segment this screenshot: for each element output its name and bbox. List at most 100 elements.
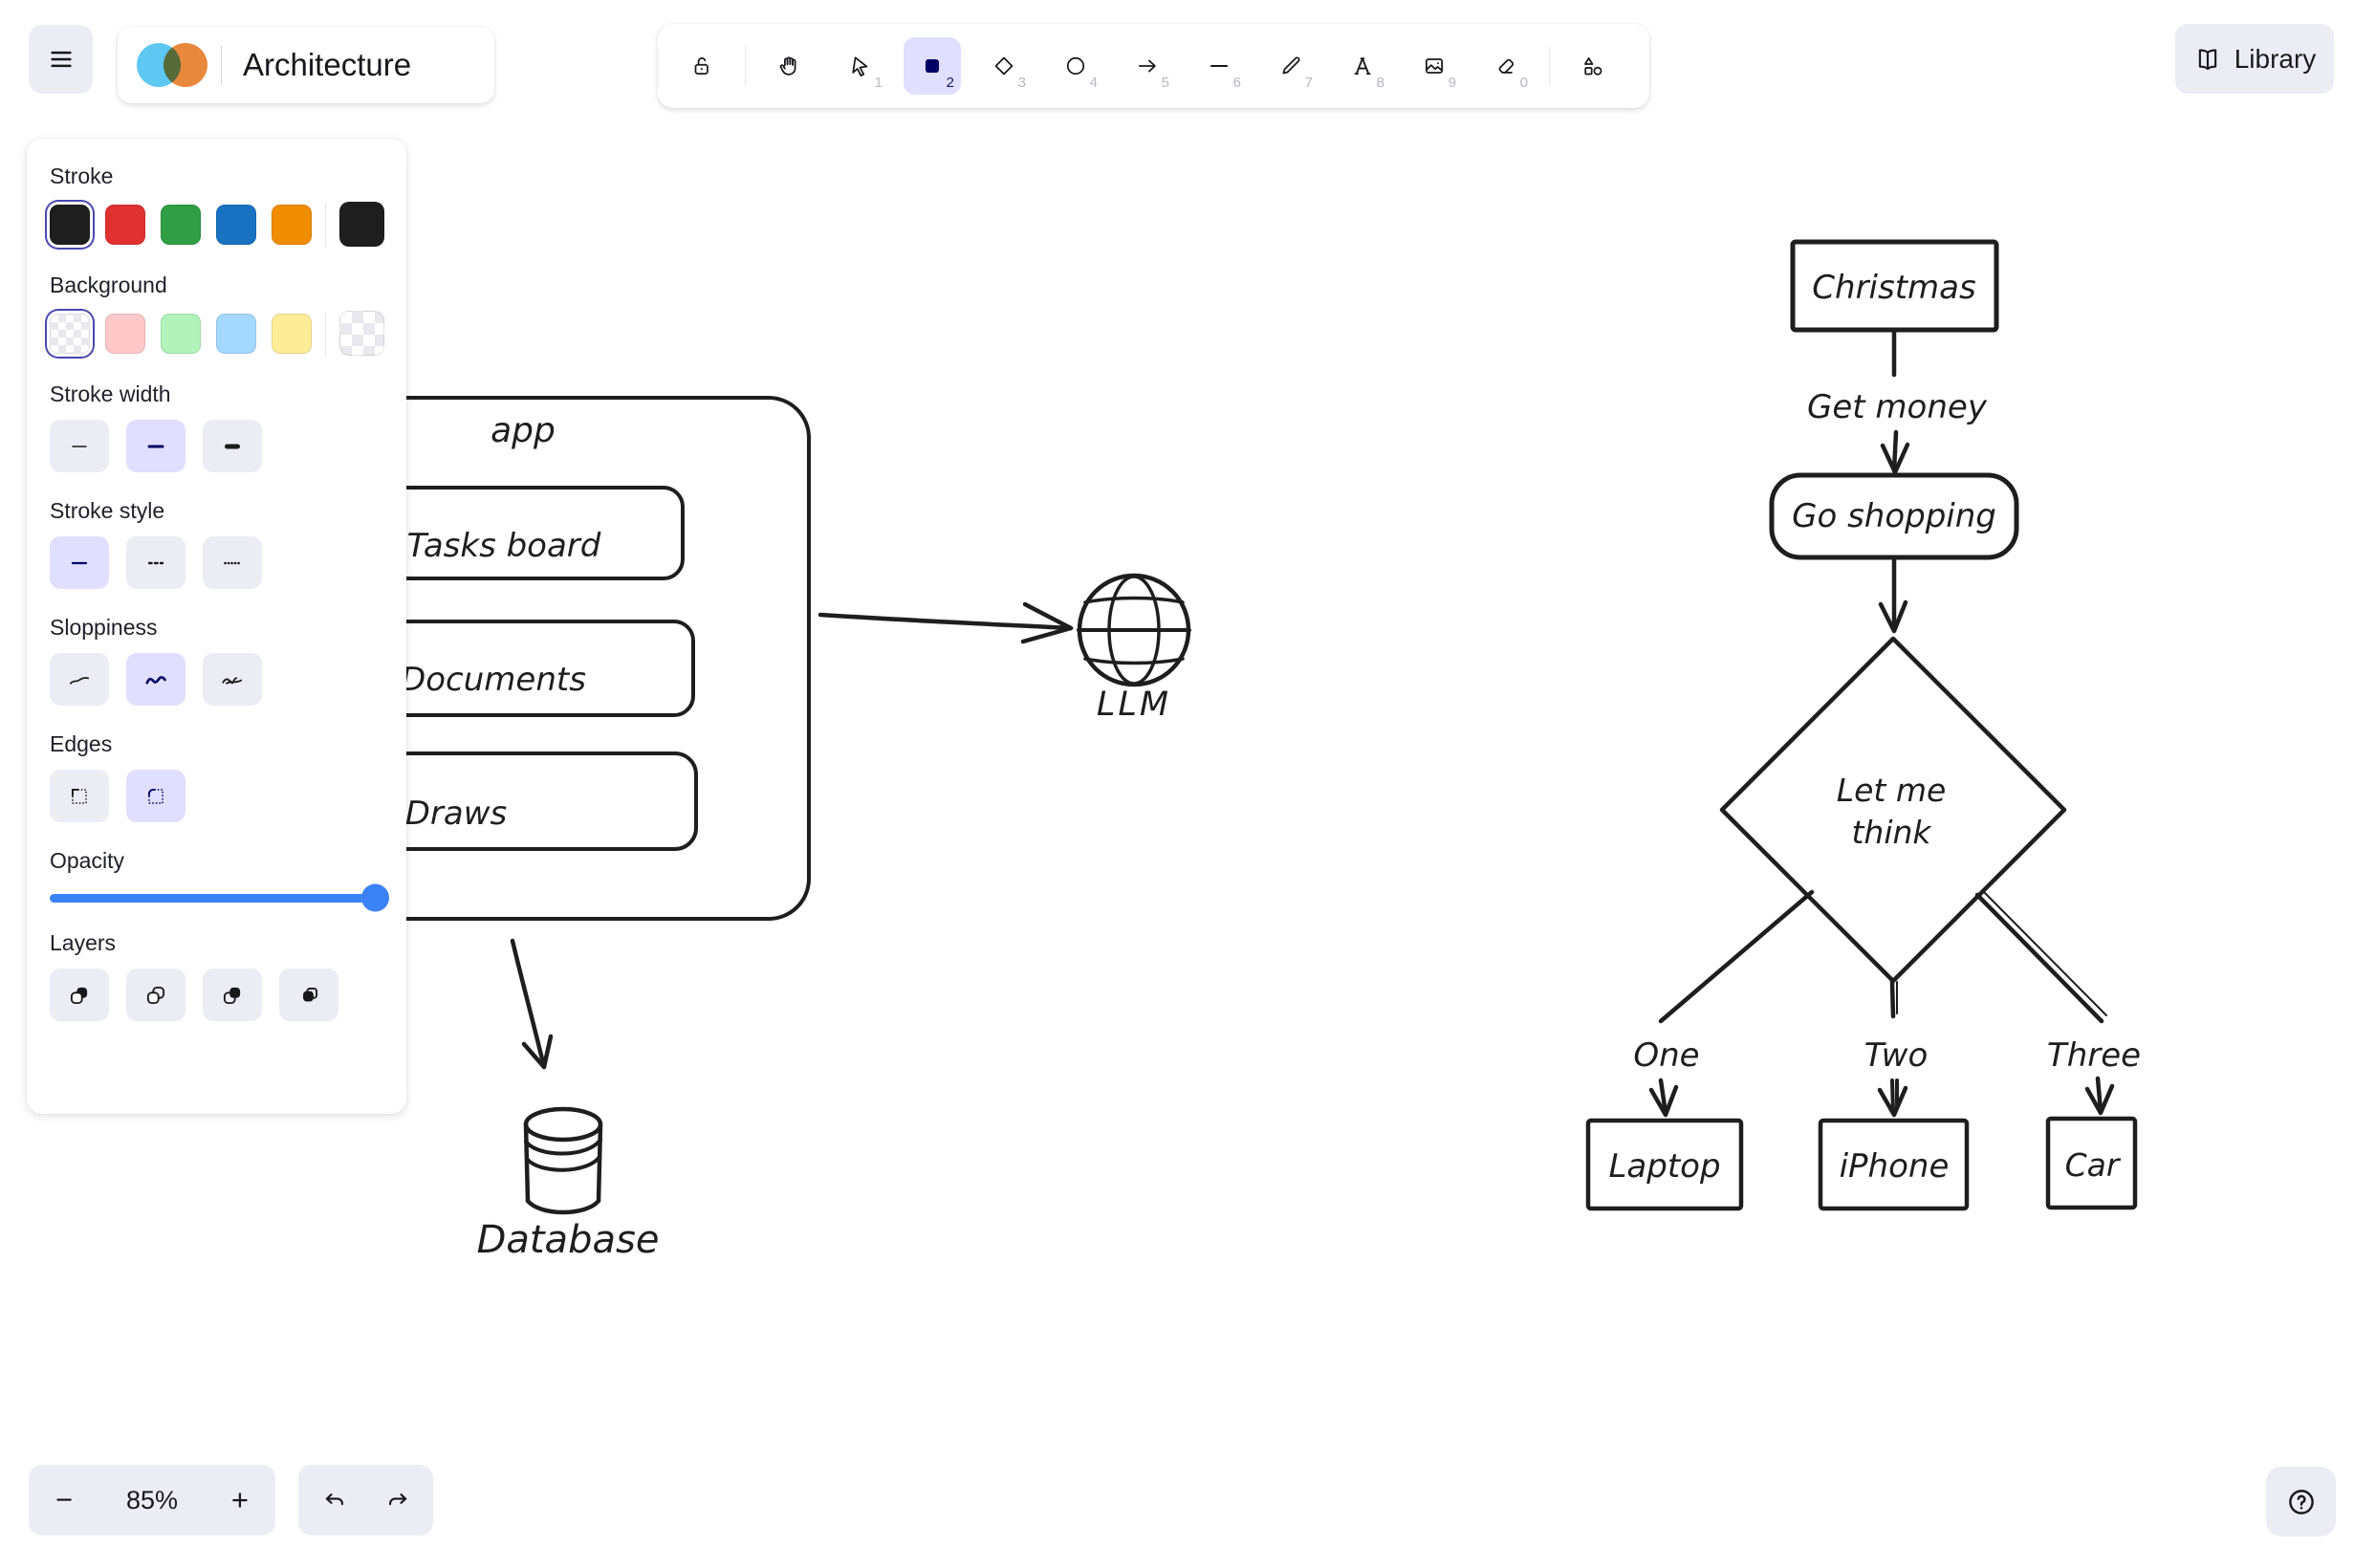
tool-hand[interactable] (760, 37, 817, 95)
tool-rectangle[interactable]: 2 (904, 37, 961, 95)
layers-send-backward[interactable] (126, 969, 185, 1021)
stroke-style-dotted[interactable] (203, 536, 262, 589)
toolbar-divider (1549, 47, 1550, 85)
undo-redo-control (298, 1465, 433, 1535)
diamond-icon (994, 56, 1014, 76)
bg-color-transparent[interactable] (50, 313, 90, 354)
stroke-color-orange[interactable] (272, 204, 312, 245)
shape-laptop[interactable]: Laptop (1585, 1118, 1744, 1211)
tool-eraser[interactable]: 0 (1477, 37, 1535, 95)
laptop-label[interactable]: Laptop (1608, 1147, 1720, 1186)
stroke-width-extra-bold[interactable] (203, 420, 262, 472)
get-money-label[interactable]: Get money (1807, 388, 1988, 426)
documents-label[interactable]: Documents (401, 661, 586, 699)
zoom-in-button[interactable]: + (228, 1483, 252, 1517)
background-section: Background (50, 272, 387, 356)
globe-icon[interactable]: LLM (1077, 573, 1191, 724)
sloppiness-architect[interactable] (50, 653, 109, 706)
help-button[interactable] (2266, 1467, 2336, 1536)
tool-diamond[interactable]: 3 (975, 37, 1033, 95)
database-icon[interactable]: Database (477, 1106, 660, 1262)
stroke-color-green[interactable] (161, 204, 201, 245)
branch-lines[interactable] (1658, 889, 2107, 1024)
database-label[interactable]: Database (477, 1218, 660, 1262)
thin-line-icon (72, 445, 87, 447)
undo-button[interactable] (305, 1470, 364, 1530)
sloppiness-section: Sloppiness (50, 615, 387, 706)
branch-two-label[interactable]: Two (1864, 1036, 1929, 1075)
bg-color-yellow[interactable] (272, 313, 312, 354)
tool-ellipse[interactable]: 4 (1047, 37, 1104, 95)
opacity-track[interactable] (50, 893, 387, 903)
shape-christmas[interactable]: Christmas (1790, 239, 1999, 333)
document-title-card[interactable]: Architecture (118, 27, 494, 103)
decision-label-line1[interactable]: Let me (1837, 772, 1947, 809)
bg-color-blue[interactable] (216, 313, 256, 354)
tool-draw[interactable]: 7 (1262, 37, 1319, 95)
stroke-width-bold[interactable] (126, 420, 185, 472)
opacity-knob[interactable] (361, 883, 389, 912)
round-corner-icon (147, 788, 163, 804)
tool-selection[interactable]: 1 (832, 37, 889, 95)
sloppiness-artist[interactable] (126, 653, 185, 706)
library-button[interactable]: Library (2175, 24, 2334, 94)
library-label: Library (2234, 43, 2317, 74)
bg-current-color[interactable] (339, 311, 384, 356)
tasks-board-label[interactable]: Tasks board (407, 527, 601, 565)
layers-bring-forward[interactable] (203, 969, 262, 1021)
stroke-color-black[interactable] (50, 204, 90, 245)
iphone-label[interactable]: iPhone (1840, 1147, 1950, 1186)
tool-lock[interactable] (673, 37, 730, 95)
decision-label-line2[interactable]: think (1851, 814, 1932, 851)
arrow-shopping-to-decision[interactable] (1878, 556, 1908, 634)
unlock-icon (694, 57, 708, 75)
stroke-color-blue[interactable] (216, 204, 256, 245)
edges-round[interactable] (126, 770, 185, 822)
draws-label[interactable]: Draws (405, 795, 508, 833)
redo-button[interactable] (368, 1470, 427, 1530)
zoom-out-button[interactable]: − (52, 1483, 76, 1517)
bg-color-pink[interactable] (105, 313, 145, 354)
menu-button[interactable] (29, 25, 93, 94)
shape-car[interactable]: Car (2045, 1116, 2138, 1210)
edges-sharp[interactable] (50, 770, 109, 822)
christmas-label[interactable]: Christmas (1812, 269, 1975, 307)
tool-arrow[interactable]: 5 (1119, 37, 1176, 95)
app-container-label[interactable]: app (490, 411, 556, 450)
car-label[interactable]: Car (2065, 1146, 2122, 1184)
sloppiness-cartoonist[interactable] (203, 653, 262, 706)
stroke-color-red[interactable] (105, 204, 145, 245)
tool-line[interactable]: 6 (1190, 37, 1248, 95)
arrow-app-to-llm[interactable] (817, 601, 1074, 644)
bg-color-green[interactable] (161, 313, 201, 354)
layers-bring-to-front[interactable] (279, 969, 338, 1021)
layers-send-to-back[interactable] (50, 969, 109, 1021)
stroke-style-dashed[interactable] (126, 536, 185, 589)
tool-image[interactable]: 9 (1406, 37, 1463, 95)
llm-label[interactable]: LLM (1097, 686, 1171, 724)
shape-app-container[interactable]: app (335, 396, 811, 921)
background-label: Background (50, 272, 167, 297)
swatch-divider (325, 311, 326, 356)
stroke-current-color[interactable] (339, 202, 384, 247)
stroke-style-solid[interactable] (50, 536, 109, 589)
branch-arrows[interactable] (1648, 1076, 2115, 1118)
stroke-style-section: Stroke style (50, 498, 387, 589)
tool-more-shapes[interactable] (1564, 37, 1622, 95)
document-title[interactable]: Architecture (243, 47, 412, 82)
shape-go-shopping[interactable]: Go shopping (1769, 472, 2019, 560)
tool-text[interactable]: 8 (1334, 37, 1391, 95)
arrow-app-to-database[interactable] (510, 938, 554, 1070)
go-shopping-label[interactable]: Go shopping (1792, 497, 1996, 535)
artist-squiggle-icon (145, 675, 166, 685)
stroke-width-thin[interactable] (50, 420, 109, 472)
bring-to-front-icon (303, 987, 318, 1001)
branch-three-label[interactable]: Three (2047, 1036, 2141, 1075)
opacity-slider[interactable] (50, 883, 389, 912)
branch-one-label[interactable]: One (1633, 1036, 1699, 1075)
arrow-christmas-to-shopping[interactable]: Get money (1807, 329, 1988, 475)
shape-iphone[interactable]: iPhone (1818, 1118, 1970, 1211)
stroke-section: Stroke (50, 163, 387, 247)
zoom-value[interactable]: 85% (125, 1485, 179, 1514)
